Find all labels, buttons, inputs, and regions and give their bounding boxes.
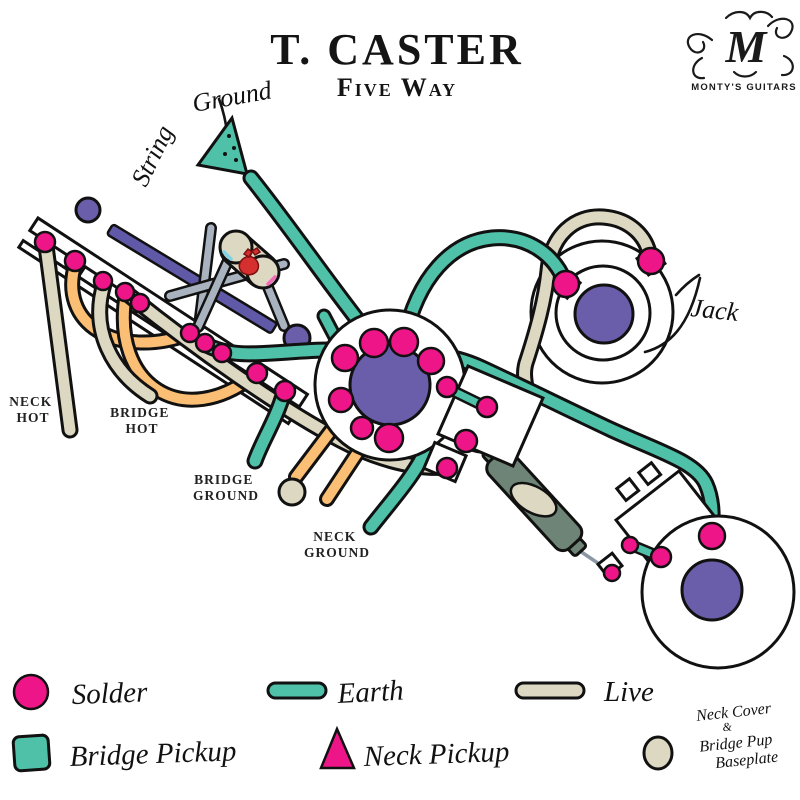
pot-solder-joints (602, 521, 727, 583)
arrowhead-dots (223, 134, 238, 162)
solder-joint (92, 270, 114, 292)
cap-label (509, 481, 558, 518)
bridge-hot-label: BRIDGE HOT (110, 405, 174, 436)
solder-joint (435, 456, 459, 480)
solder-joint (63, 249, 87, 273)
page-title: T. CASTER (270, 25, 524, 74)
cap-stripe-icon (266, 275, 277, 286)
solder-joint (416, 346, 446, 376)
pot-to-jack-earth-wire (395, 229, 574, 349)
legend: Solder Earth Live Bridge Pickup Neck Pic… (11, 673, 779, 773)
solder-joint (551, 269, 581, 299)
solder-joint (129, 292, 151, 314)
logo-flourish-icon (692, 56, 706, 80)
svg-text:Jack: Jack (689, 293, 740, 327)
baseplate-label: Neck Cover & Bridge Pup Baseplate (694, 700, 779, 773)
solder-joint (327, 386, 355, 414)
solder-joint (373, 422, 405, 454)
earth-swatch (266, 681, 328, 700)
five-way-switch (16, 196, 310, 426)
neck-pickup-swatch (319, 725, 356, 770)
solder-joint (358, 327, 390, 359)
switch-solder-joints (33, 230, 297, 403)
logo-flourish-icon (732, 70, 758, 78)
solder-joint (194, 332, 216, 354)
pot-center (313, 308, 545, 484)
solder-joint (435, 375, 459, 399)
solder-joint (649, 545, 673, 569)
solder-joint (602, 563, 622, 583)
solder-joint (114, 281, 136, 303)
solder-joint (620, 535, 640, 555)
bridge-ground-label: BRIDGE GROUND (193, 472, 259, 503)
live-label: Live (603, 676, 654, 708)
svg-text:Baseplate: Baseplate (714, 749, 779, 773)
solder-joint (697, 521, 727, 551)
solder-joint (179, 322, 201, 344)
treble-bleed-capacitor (218, 229, 281, 290)
ground-bus-wire (196, 335, 721, 543)
jack-label: Jack (643, 273, 740, 354)
pot-shaft (680, 558, 744, 622)
solder-joint (453, 428, 479, 454)
page-subtitle: Five Way (337, 73, 457, 102)
pickup-stub-wire-orange (288, 420, 370, 507)
cap-stripe-icon (222, 250, 233, 261)
switch-screw (74, 196, 102, 224)
neck-ground-wire (362, 436, 437, 536)
bridge-pickup-label: Bridge Pickup (69, 735, 237, 773)
string-ground-label: String (125, 121, 179, 191)
solder-joint (330, 343, 360, 373)
solder-joint (475, 395, 499, 419)
solder-joint (388, 326, 420, 358)
logo-monogram: M (725, 21, 769, 72)
logo-name: MONTY'S GUITARS (691, 82, 797, 93)
live-swatch (514, 681, 586, 700)
earth-label: Earth (336, 675, 405, 710)
logo-flourish-icon (724, 10, 774, 21)
solder-joint (349, 415, 375, 441)
solder-swatch (12, 673, 50, 711)
svg-text:&: & (722, 719, 733, 734)
solder-joint (245, 361, 269, 385)
solder-joint (273, 379, 297, 403)
logo-flourish-icon (766, 17, 794, 39)
solder-joint (636, 246, 666, 276)
solder-joint (33, 230, 57, 254)
jack-tip (573, 283, 635, 345)
switch-lever (106, 223, 278, 334)
neck-hot-wire (37, 237, 79, 439)
pot-lower (595, 460, 796, 670)
svg-text:Neck Cover: Neck Cover (694, 700, 772, 725)
bridge-hot-wire (91, 275, 159, 405)
logo-flourish-icon (780, 54, 794, 77)
jumper-wire-orange-2 (115, 285, 264, 408)
baseplate-marker (277, 477, 307, 507)
neck-hot-label: NECK HOT (9, 394, 56, 425)
baseplate-swatch (642, 735, 674, 771)
neck-pickup-label: Neck Pickup (362, 736, 510, 773)
neck-ground-label: NECK GROUND (304, 529, 370, 560)
logo-flourish-icon (686, 32, 714, 54)
string-ground-arrowhead (195, 114, 250, 176)
string-ground-label: Ground (190, 75, 275, 118)
solder-joint (211, 342, 233, 364)
bridge-pickup-swatch (11, 733, 52, 773)
fist-logo-icon (238, 247, 262, 276)
pot-solder-joints (327, 326, 499, 480)
solder-label: Solder (71, 676, 148, 711)
montys-guitars-logo: M MONTY'S GUITARS (686, 10, 797, 93)
